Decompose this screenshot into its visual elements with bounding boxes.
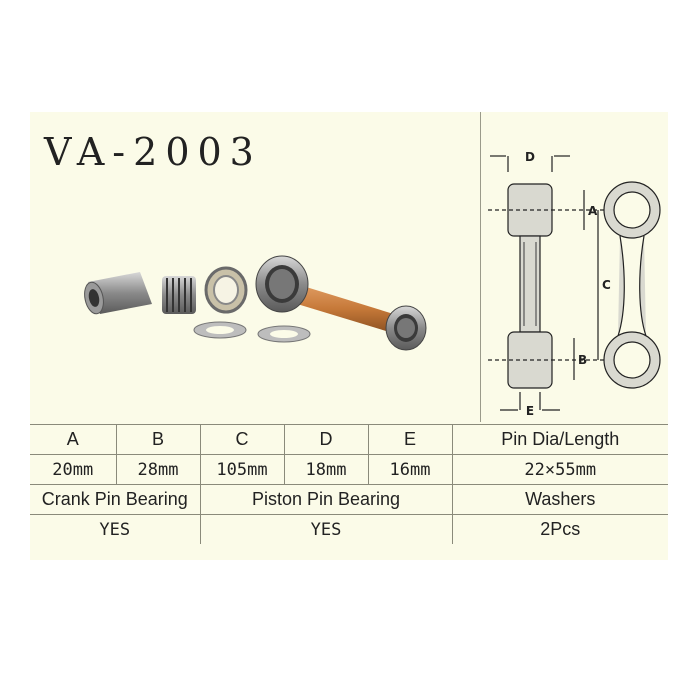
dim-label-e: E [526, 404, 534, 418]
crank-pin-bearing-value: YES [30, 514, 201, 544]
spec-table: A B C D E Pin Dia/Length 20mm 28mm 105mm… [30, 424, 668, 544]
piston-pin-icon [84, 272, 152, 315]
header-c: C [199, 424, 285, 455]
crank-bearing-icon [204, 266, 248, 314]
washers-label: Washers [451, 484, 668, 515]
value-b: 28mm [115, 454, 201, 485]
dim-label-d: D [525, 150, 535, 164]
features-value-row: YES YES 2Pcs [30, 514, 668, 544]
features-label-row: Crank Pin Bearing Piston Pin Bearing Was… [30, 484, 668, 515]
header-b: B [115, 424, 201, 455]
spec-value-row: 20mm 28mm 105mm 18mm 16mm 22×55mm [30, 454, 668, 485]
product-spec-sheet: VA-2003 [30, 112, 668, 560]
crank-pin-bearing-label: Crank Pin Bearing [30, 484, 201, 515]
header-d: D [283, 424, 369, 455]
connecting-rod-icon [255, 255, 427, 351]
piston-pin-bearing-label: Piston Pin Bearing [199, 484, 453, 515]
value-c: 105mm [199, 454, 285, 485]
header-pin: Pin Dia/Length [451, 424, 668, 455]
dim-label-a: A [588, 204, 598, 218]
value-pin: 22×55mm [451, 454, 668, 485]
dimension-diagram: D A C B E [488, 150, 661, 418]
dim-label-c: C [602, 278, 611, 292]
dim-label-b: B [578, 353, 587, 367]
model-number: VA-2003 [44, 130, 262, 174]
header-a: A [30, 424, 117, 455]
header-e: E [367, 424, 453, 455]
value-d: 18mm [283, 454, 369, 485]
value-a: 20mm [30, 454, 117, 485]
washer-icon [193, 321, 311, 343]
product-photo [84, 255, 427, 351]
piston-pin-bearing-value: YES [199, 514, 453, 544]
value-e: 16mm [367, 454, 453, 485]
washers-value: 2Pcs [451, 514, 668, 544]
divider-line [480, 112, 481, 422]
needle-bearing-icon [162, 276, 196, 314]
spec-header-row: A B C D E Pin Dia/Length [30, 424, 668, 455]
